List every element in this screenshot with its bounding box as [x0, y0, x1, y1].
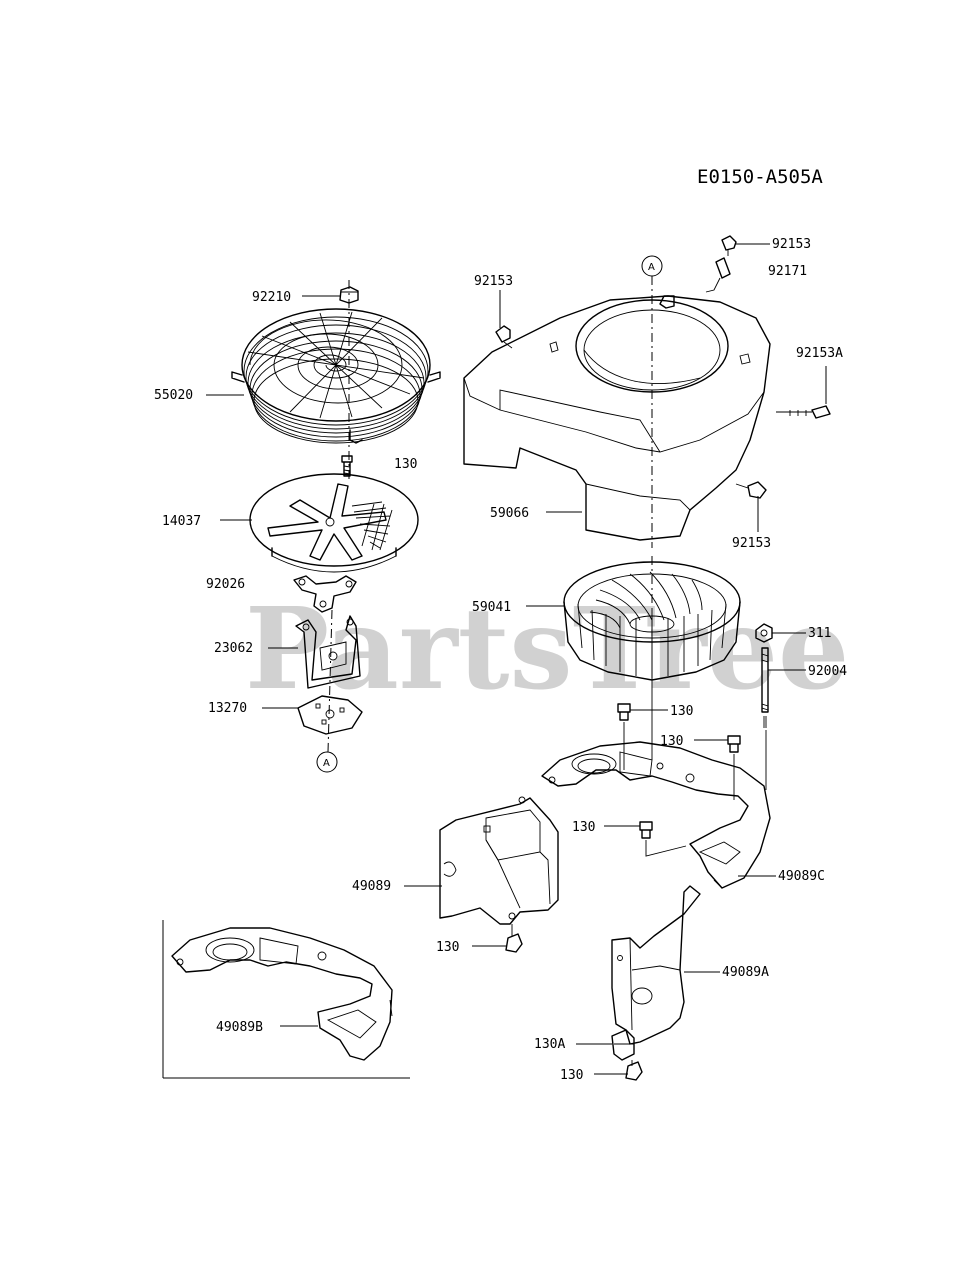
inset-frame	[162, 920, 410, 1079]
screw-92153A[interactable]	[776, 405, 831, 419]
reference-marker-a-bottom: A	[316, 751, 338, 773]
baffle-49089B[interactable]	[171, 927, 393, 1061]
callout-49089A[interactable]: 49089A	[722, 965, 769, 980]
svg-text:A: A	[323, 758, 330, 769]
spacer-130A[interactable]	[611, 1029, 635, 1061]
callout-49089C[interactable]: 49089C	[778, 869, 825, 884]
callout-59066[interactable]: 59066	[490, 506, 529, 521]
nut-311[interactable]	[755, 623, 773, 643]
fan-disc-14037[interactable]	[249, 473, 419, 573]
clamp-92171[interactable]	[705, 257, 731, 293]
callout-92153A[interactable]: 92153A	[796, 346, 843, 361]
watermark-text: PartsTree	[245, 584, 849, 715]
callout-55020[interactable]: 55020	[154, 388, 193, 403]
bolt-130-d[interactable]	[505, 924, 523, 953]
reference-marker-a-top: A	[641, 255, 663, 277]
callout-311[interactable]: 311	[808, 626, 831, 641]
bolt-130-b[interactable]	[727, 735, 741, 753]
callout-59041[interactable]: 59041	[472, 600, 511, 615]
callout-92153-left[interactable]: 92153	[474, 274, 513, 289]
diagram-code: E0150-A505A	[697, 166, 823, 188]
callout-92153-right[interactable]: 92153	[732, 536, 771, 551]
baffle-49089C[interactable]	[541, 741, 771, 889]
callout-92026[interactable]: 92026	[206, 577, 245, 592]
callout-130-c[interactable]: 130	[572, 820, 595, 835]
callout-130-d[interactable]: 130	[436, 940, 459, 955]
bolt-130-a[interactable]	[617, 703, 631, 721]
callout-130-top[interactable]: 130	[394, 457, 417, 472]
bolt-130-top[interactable]	[341, 455, 353, 477]
axis-left-lower	[327, 609, 333, 753]
callout-23062[interactable]: 23062	[214, 641, 253, 656]
callout-13270[interactable]: 13270	[208, 701, 247, 716]
shroud-49089[interactable]	[439, 796, 559, 925]
callout-92153-top[interactable]: 92153	[772, 237, 811, 252]
bolt-130-c[interactable]	[639, 821, 653, 839]
callout-49089[interactable]: 49089	[352, 879, 391, 894]
bolt-92153-left[interactable]	[495, 325, 513, 349]
callout-92210[interactable]: 92210	[252, 290, 291, 305]
plate-13270[interactable]	[297, 695, 363, 735]
svg-text:A: A	[648, 262, 655, 273]
callout-49089B[interactable]: 49089B	[216, 1020, 263, 1035]
callout-92004[interactable]: 92004	[808, 664, 847, 679]
fan-screen-55020[interactable]	[231, 308, 441, 444]
bolt-130-e[interactable]	[625, 1060, 643, 1081]
bracket-23062[interactable]	[295, 615, 361, 689]
bolt-92153-top[interactable]	[721, 235, 737, 256]
callout-130-a[interactable]: 130	[670, 704, 693, 719]
stud-92004[interactable]	[761, 647, 769, 728]
callout-130-e[interactable]: 130	[560, 1068, 583, 1083]
shroud-49089A[interactable]	[611, 885, 701, 1045]
plate-92026[interactable]	[293, 575, 357, 613]
bolt-92153-right[interactable]	[735, 481, 767, 499]
guide-bolt-c	[645, 840, 687, 857]
callout-14037[interactable]: 14037	[162, 514, 201, 529]
callout-92171[interactable]: 92171	[768, 264, 807, 279]
callout-130A[interactable]: 130A	[534, 1037, 565, 1052]
